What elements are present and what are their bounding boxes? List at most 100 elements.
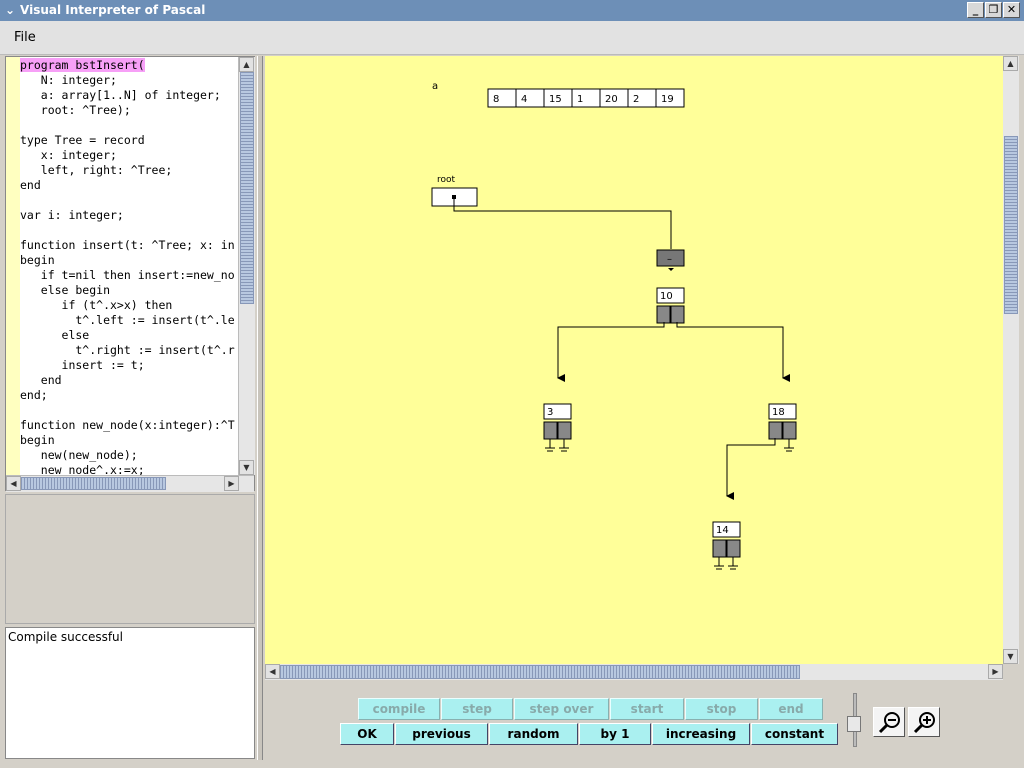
step-button[interactable]: step: [441, 698, 513, 720]
code-line[interactable]: new(new_node);: [6, 448, 238, 463]
minimize-button[interactable]: _: [967, 2, 984, 18]
visualization-canvas[interactable]: a 8 4 15 1 20 2 19 root – 10: [265, 56, 1003, 664]
speed-slider-thumb[interactable]: [847, 716, 861, 732]
code-line[interactable]: function insert(t: ^Tree; x: in: [6, 238, 238, 253]
menu-file[interactable]: File: [14, 30, 36, 45]
code-hscroll-thumb[interactable]: [21, 477, 166, 490]
app-menu-icon[interactable]: ⌄: [4, 3, 16, 17]
node-value: 18: [772, 407, 785, 418]
edge-10-3: [557, 322, 665, 382]
code-line[interactable]: root: ^Tree);: [6, 103, 238, 118]
code-line-text: end: [20, 373, 62, 387]
code-line[interactable]: begin: [6, 433, 238, 448]
start-button[interactable]: start: [610, 698, 684, 720]
by-1-button[interactable]: by 1: [579, 723, 651, 745]
structure-diagram: a 8 4 15 1 20 2 19 root – 10: [431, 81, 797, 570]
scroll-up-icon[interactable]: ▲: [239, 57, 254, 72]
code-line[interactable]: end: [6, 373, 238, 388]
code-line[interactable]: N: integer;: [6, 73, 238, 88]
array-cell: 8: [493, 94, 499, 105]
code-line-text: new_node^.x:=x;: [20, 463, 145, 476]
zoom-in-button[interactable]: [908, 707, 940, 737]
code-line[interactable]: if t=nil then insert:=new_no: [6, 268, 238, 283]
scroll-down-icon[interactable]: ▼: [239, 460, 254, 475]
maximize-button[interactable]: ❐: [985, 2, 1002, 18]
code-line[interactable]: [6, 193, 238, 208]
code-horizontal-scrollbar[interactable]: ◀ ▶: [6, 475, 254, 492]
tree-node-10: 10: [656, 287, 685, 324]
code-line-text: N: integer;: [20, 73, 117, 87]
code-line[interactable]: type Tree = record: [6, 133, 238, 148]
constant-button[interactable]: constant: [751, 723, 838, 745]
close-button[interactable]: ✕: [1003, 2, 1020, 18]
code-line-text: if t=nil then insert:=new_no: [20, 268, 235, 282]
code-line[interactable]: begin: [6, 253, 238, 268]
increasing-button[interactable]: increasing: [652, 723, 750, 745]
code-line[interactable]: [6, 403, 238, 418]
code-line-text: begin: [20, 433, 55, 447]
zoom-out-button[interactable]: [873, 707, 905, 737]
canvas-hscroll-thumb[interactable]: [280, 665, 800, 679]
random-button[interactable]: random: [489, 723, 578, 745]
code-line[interactable]: function new_node(x:integer):^T: [6, 418, 238, 433]
code-line[interactable]: end;: [6, 388, 238, 403]
code-vscroll-thumb[interactable]: [240, 72, 254, 304]
code-line-text: t^.right := insert(t^.r: [20, 343, 235, 357]
array-cell: 19: [661, 94, 674, 105]
compile-button[interactable]: compile: [358, 698, 440, 720]
code-line[interactable]: [6, 223, 238, 238]
scroll-up-icon[interactable]: ▲: [1003, 56, 1018, 71]
code-line[interactable]: x: integer;: [6, 148, 238, 163]
code-vertical-scrollbar[interactable]: ▲ ▼: [238, 57, 255, 475]
code-line[interactable]: else begin: [6, 283, 238, 298]
scroll-left-icon[interactable]: ◀: [6, 476, 21, 491]
node-value: 14: [716, 525, 729, 536]
scroll-right-icon[interactable]: ▶: [224, 476, 239, 491]
code-text[interactable]: program bstInsert( N: integer; a: array[…: [6, 57, 238, 476]
code-line-text: var i: integer;: [20, 208, 124, 222]
code-editor[interactable]: program bstInsert( N: integer; a: array[…: [5, 56, 255, 492]
code-line[interactable]: var i: integer;: [6, 208, 238, 223]
scroll-down-icon[interactable]: ▼: [1003, 649, 1018, 664]
tree-node-3: 3: [543, 403, 572, 452]
code-line[interactable]: new_node^.x:=x;: [6, 463, 238, 476]
temp-box: [656, 249, 685, 267]
array-cell: 2: [633, 94, 639, 105]
code-line-text: if (t^.x>x) then: [20, 298, 173, 312]
code-line[interactable]: insert := t;: [6, 358, 238, 373]
code-line[interactable]: t^.left := insert(t^.le: [6, 313, 238, 328]
code-line-text: left, right: ^Tree;: [20, 163, 173, 177]
title-bar: ⌄ Visual Interpreter of Pascal _ ❐ ✕: [0, 0, 1024, 21]
canvas-vertical-scrollbar[interactable]: ▲ ▼: [1003, 56, 1019, 664]
compile-status: Compile successful: [8, 630, 123, 644]
code-line[interactable]: program bstInsert(: [6, 58, 238, 73]
code-line[interactable]: [6, 118, 238, 133]
root-label: root: [437, 175, 456, 185]
code-line[interactable]: end: [6, 178, 238, 193]
end-button[interactable]: end: [759, 698, 823, 720]
code-line[interactable]: else: [6, 328, 238, 343]
array-cell: 20: [605, 94, 618, 105]
code-line-text: function insert(t: ^Tree; x: in: [20, 238, 235, 252]
code-line-text: function new_node(x:integer):^T: [20, 418, 235, 432]
code-line[interactable]: t^.right := insert(t^.r: [6, 343, 238, 358]
code-line[interactable]: a: array[1..N] of integer;: [6, 88, 238, 103]
ok-button[interactable]: OK: [340, 723, 394, 745]
scroll-right-icon[interactable]: ▶: [988, 664, 1003, 679]
nil-ground-icon: [545, 439, 569, 452]
code-line[interactable]: if (t^.x>x) then: [6, 298, 238, 313]
scroll-left-icon[interactable]: ◀: [265, 664, 280, 679]
code-line-text: else begin: [20, 283, 111, 297]
step-over-button[interactable]: step over: [514, 698, 609, 720]
code-line-text: a: array[1..N] of integer;: [20, 88, 221, 102]
canvas-horizontal-scrollbar[interactable]: ◀ ▶: [265, 664, 1003, 680]
code-line-text: begin: [20, 253, 55, 267]
window-title: Visual Interpreter of Pascal: [20, 3, 206, 17]
message-panel: Compile successful: [5, 627, 255, 759]
canvas-vscroll-thumb[interactable]: [1004, 136, 1018, 314]
stop-button[interactable]: stop: [685, 698, 758, 720]
array-label: a: [432, 81, 438, 92]
previous-button[interactable]: previous: [395, 723, 488, 745]
panel-splitter[interactable]: [257, 56, 263, 760]
code-line[interactable]: left, right: ^Tree;: [6, 163, 238, 178]
